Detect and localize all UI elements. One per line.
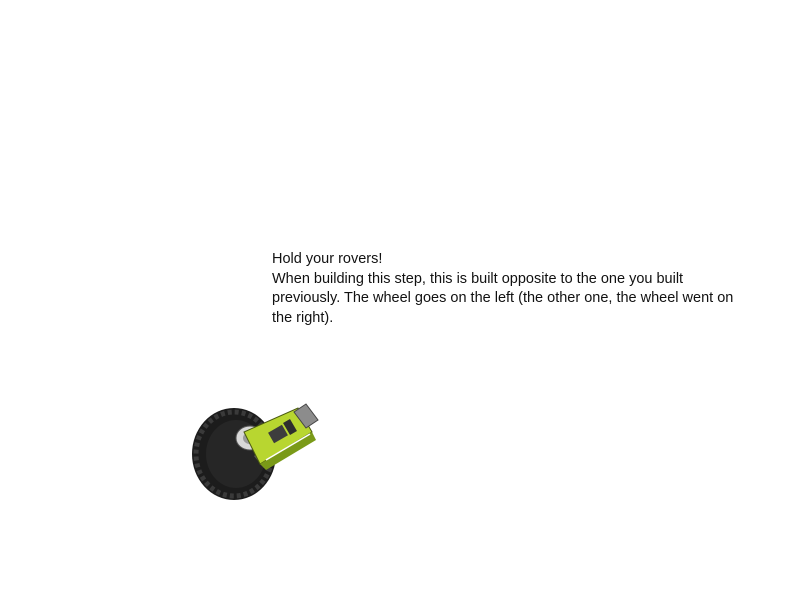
instruction-heading: Hold your rovers! xyxy=(272,251,383,267)
instruction-body: When building this step, this is built o… xyxy=(272,270,734,326)
instruction-text-block: Hold your rovers! When building this ste… xyxy=(272,250,742,328)
rover-wheel-assembly-drawing xyxy=(192,403,319,500)
axle-detail xyxy=(268,424,288,444)
gray-end-cap xyxy=(293,403,319,429)
green-beam-side xyxy=(260,432,316,470)
rover-wheel-assembly-icon xyxy=(186,398,336,508)
beam-highlight xyxy=(265,433,311,461)
axle-detail-2 xyxy=(283,418,297,436)
